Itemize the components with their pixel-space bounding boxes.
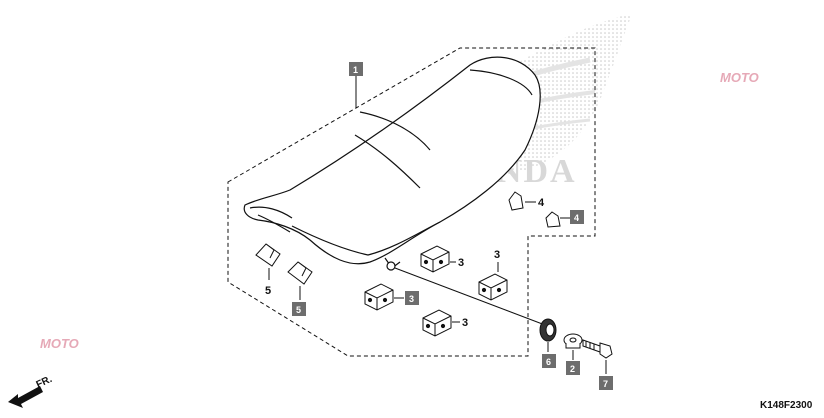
callout-1-text: 1	[353, 65, 358, 75]
callout-6-box-text: 6	[546, 357, 551, 367]
callout-3-box-text: 3	[409, 294, 414, 304]
callout-3c-text: 3	[462, 317, 468, 329]
damper-3-b	[478, 273, 508, 301]
diagram-code: K148F2300	[760, 400, 813, 411]
callout-5-text: 5	[265, 285, 271, 297]
site-watermark-top: MOTO	[720, 70, 759, 85]
leader-seat-collar	[394, 267, 546, 326]
callout-box-5	[292, 302, 306, 316]
clip-5-b	[287, 261, 313, 285]
site-watermark-bottom: MOTO	[40, 336, 79, 351]
callout-box-7	[599, 376, 613, 390]
damper-3-a	[420, 245, 450, 273]
callout-7-box-text: 7	[603, 379, 608, 389]
callout-box-3	[405, 291, 419, 305]
callout-box-2	[566, 361, 580, 375]
front-direction-arrow-icon	[8, 386, 43, 408]
clip-5-a	[255, 243, 281, 267]
seat-illustration	[243, 56, 541, 271]
callout-3a-text: 3	[458, 257, 464, 269]
cushion-4-bottom	[545, 211, 561, 228]
callout-box-1	[349, 62, 363, 76]
cushion-4-top	[508, 191, 524, 211]
callout-4-text: 4	[538, 197, 545, 209]
callout-2-box-text: 2	[570, 364, 575, 374]
callout-3b-text: 3	[494, 249, 500, 261]
front-marker-text: FR.	[35, 374, 54, 391]
rubber-2	[563, 333, 583, 349]
damper-3-c	[364, 283, 394, 311]
callout-box-4	[570, 210, 584, 224]
damper-3-d	[422, 309, 452, 337]
bolt-7	[582, 339, 613, 359]
callout-5-box-text: 5	[296, 305, 301, 315]
assembly-boundary	[227, 47, 596, 357]
collar-6	[539, 318, 557, 342]
callout-box-6	[542, 354, 556, 368]
callout-4-box-text: 4	[574, 213, 579, 223]
